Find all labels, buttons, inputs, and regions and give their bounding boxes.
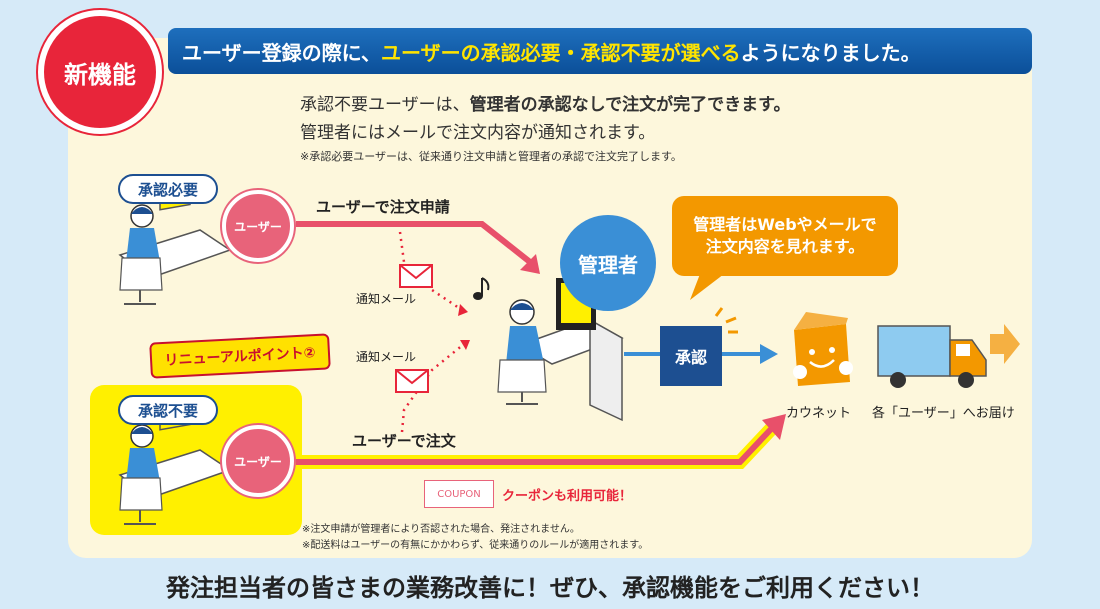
kaunet-label: カウネット bbox=[786, 406, 852, 421]
title-bar: ユーザー登録の際に、ユーザーの承認必要・承認不要が選べるようになりました。 bbox=[168, 28, 1032, 74]
footnote-2: ※配送料はユーザーの有無にかかわらず、従来通りのルールが適用されます。 bbox=[302, 540, 649, 551]
delivery-label: 各「ユーザー」へお届け bbox=[872, 406, 1015, 421]
admin-circle: 管理者 bbox=[560, 215, 656, 311]
mail-path-2 bbox=[400, 340, 470, 433]
mail-label-2: 通知メール bbox=[356, 350, 417, 364]
new-feature-badge: 新機能 bbox=[38, 10, 162, 134]
title-highlight: ユーザーの承認必要・承認不要が選べる bbox=[381, 40, 741, 65]
bottom-message: 発注担当者の皆さまの業務改善に！ぜひ、承認機能をご利用ください！ bbox=[166, 574, 934, 602]
bubble-tail bbox=[690, 274, 724, 300]
order-request-label: ユーザーで注文申請 bbox=[316, 198, 450, 216]
approve-arrow bbox=[624, 344, 778, 364]
highlight-burst bbox=[714, 307, 738, 334]
title-part1: ユーザー登録の際に、 bbox=[182, 40, 381, 65]
kaunet-mascot-icon bbox=[793, 312, 853, 386]
user-circle-not-required: ユーザー bbox=[222, 425, 294, 497]
mail-label-1: 通知メール bbox=[356, 292, 417, 306]
bubble-line1: 管理者はWebやメールで bbox=[693, 215, 877, 235]
approval-required-label: 承認必要 bbox=[118, 174, 218, 204]
user-circle-required: ユーザー bbox=[222, 190, 294, 262]
mail-envelope-icon bbox=[399, 264, 433, 288]
intro-line1-bold: 管理者の承認なしで注文が完了できます。 bbox=[469, 95, 791, 115]
mail-envelope-icon bbox=[395, 369, 429, 393]
intro-note: ※承認必要ユーザーは、従来通り注文申請と管理者の承認で注文完了します。 bbox=[300, 150, 682, 163]
coupon-text: クーポンも利用可能！ bbox=[502, 489, 633, 504]
delivery-truck-icon bbox=[877, 324, 1020, 388]
order-request-arrow bbox=[296, 221, 540, 274]
order-label: ユーザーで注文 bbox=[352, 432, 456, 450]
title-part3: ようになりました。 bbox=[740, 40, 921, 65]
footnote-1: ※注文申請が管理者により否認された場合、発注されません。 bbox=[302, 524, 580, 535]
approval-not-required-label: 承認不要 bbox=[118, 395, 218, 425]
intro-line1: 承認不要ユーザーは、管理者の承認なしで注文が完了できます。 bbox=[300, 90, 790, 115]
music-note-icon bbox=[473, 277, 490, 300]
bubble-line2: 注文内容を見れます。 bbox=[705, 237, 865, 256]
approve-box: 承認 bbox=[660, 326, 722, 386]
order-arrow bbox=[296, 414, 786, 469]
intro-line1-prefix: 承認不要ユーザーは、 bbox=[300, 95, 470, 115]
admin-info-bubble: 管理者はWebやメールで 注文内容を見れます。 bbox=[672, 196, 898, 276]
intro-line2: 管理者にはメールで注文内容が通知されます。 bbox=[300, 123, 656, 143]
coupon-icon: COUPON bbox=[424, 480, 494, 508]
